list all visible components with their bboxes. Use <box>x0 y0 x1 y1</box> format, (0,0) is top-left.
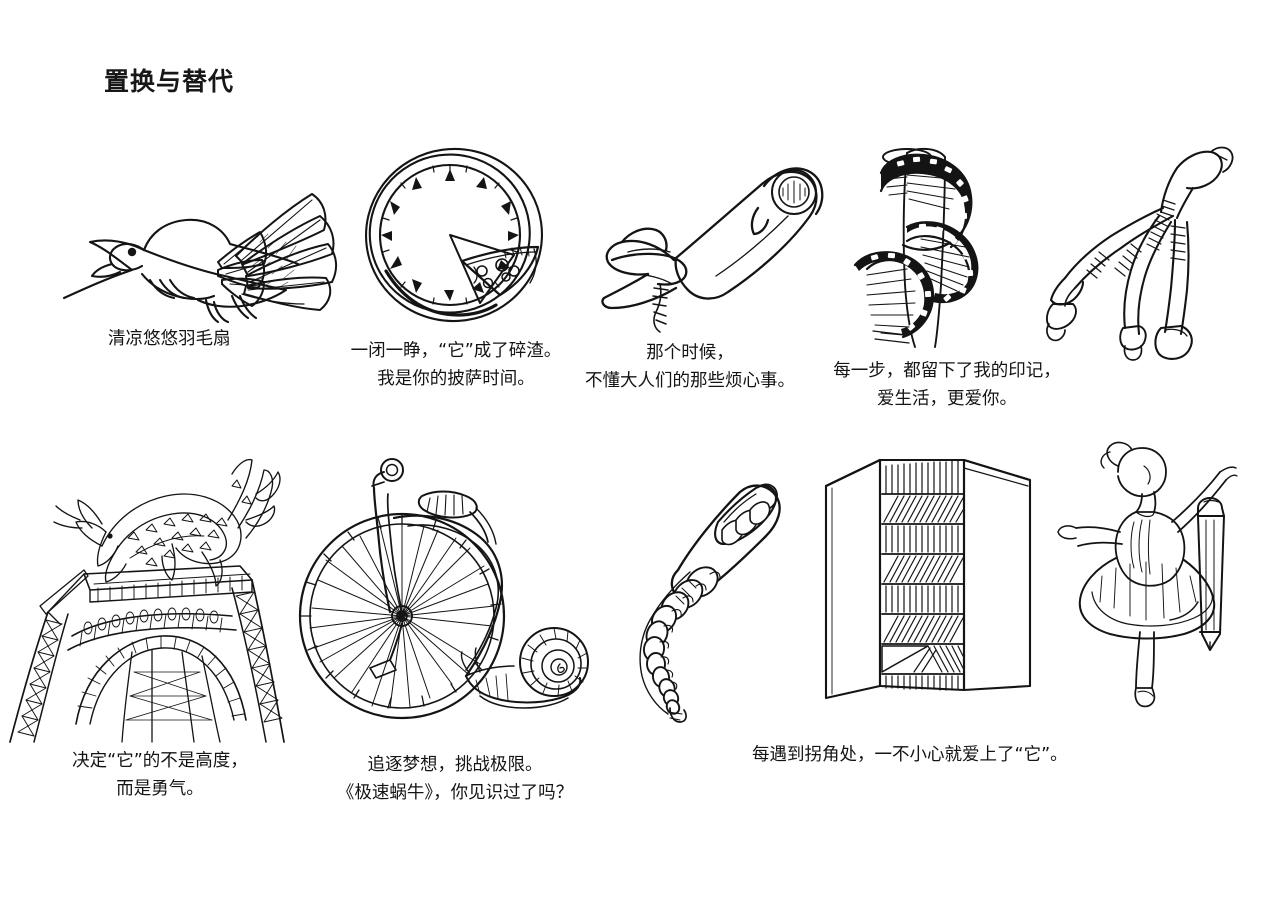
caption-line: 不懂大人们的那些烦心事。 <box>585 370 795 391</box>
illustration-ballerina-pencil <box>1057 436 1238 711</box>
illustration-phone-lips <box>598 150 838 333</box>
illustration-bicycle-snail <box>284 448 614 720</box>
caption-bicycle-snail: 追逐梦想，挑战极限。 《极速蜗牛》，你见识过了吗？ <box>290 752 620 807</box>
caption-eiffel-dragon: 决定“它”的不是高度， 而是勇气。 <box>10 748 310 803</box>
caption-bookshelf-corner: 每遇到拐角处，一不小心就爱上了“它”。 <box>752 742 1068 770</box>
illustration-dove-feather-fan <box>46 138 356 328</box>
page-title: 置换与替代 <box>104 67 235 96</box>
caption-line: 每遇到拐角处，一不小心就爱上了“它”。 <box>752 745 1068 765</box>
caption-film-stairs: 每一步，都留下了我的印记， 爱生活，更爱你。 <box>792 358 1102 413</box>
caption-line: 清凉悠悠羽毛扇 <box>108 329 231 349</box>
illustration-clock-pizza <box>362 143 552 333</box>
caption-line: 《极速蜗牛》，你见识过了吗？ <box>336 782 574 803</box>
illustration-eiffel-dragon <box>6 424 296 744</box>
caption-clock-pizza: 一闭一睁，“它”成了碎渣。 我是你的披萨时间。 <box>306 338 606 393</box>
illustration-corner-bookshelf <box>818 448 1038 718</box>
caption-line: 我是你的披萨时间。 <box>377 368 535 389</box>
caption-line: 每一步，都留下了我的印记， <box>833 361 1061 381</box>
illustration-spine-zipper <box>626 478 796 723</box>
illustration-cable-splitter <box>1045 138 1235 361</box>
caption-line: 那个时候， <box>646 343 734 363</box>
caption-line: 追逐梦想，挑战极限。 <box>367 755 543 775</box>
caption-line: 决定“它”的不是高度， <box>72 751 248 771</box>
caption-line: 而是勇气。 <box>116 778 204 799</box>
illustration-film-staircase <box>845 135 1025 350</box>
caption-line: 爱生活，更爱你。 <box>877 388 1017 409</box>
caption-feather-fan: 清凉悠悠羽毛扇 <box>108 326 231 354</box>
caption-line: 一闭一睁，“它”成了碎渣。 <box>350 341 562 361</box>
caption-phone-lips: 那个时候， 不懂大人们的那些烦心事。 <box>545 340 835 395</box>
